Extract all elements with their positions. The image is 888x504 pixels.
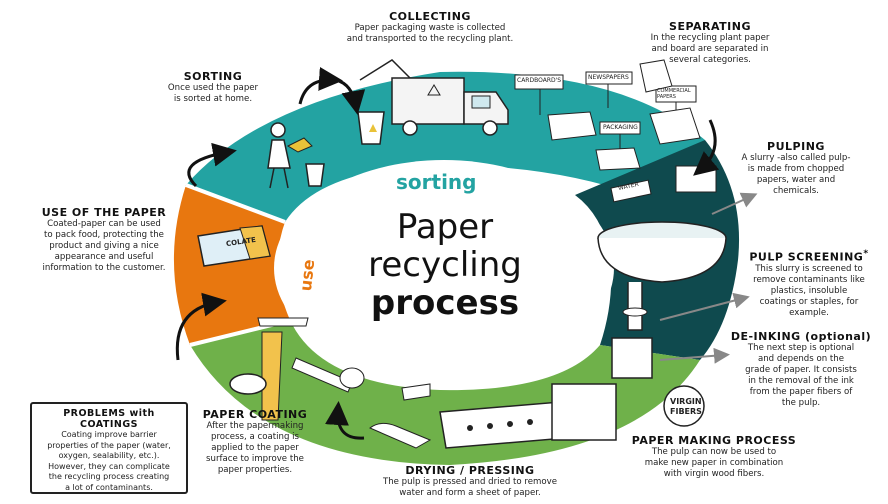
step-sorting-title: SORTING — [183, 70, 243, 83]
step-pulping-title: PULPING — [767, 140, 825, 153]
step-paper-making-process: PAPER MAKING PROCESS The pulp can now be… — [624, 434, 804, 480]
step-de-inking-text-5: from the paper fibers of — [749, 387, 853, 397]
step-de-inking-text-4: in the removal of the ink — [748, 376, 854, 386]
step-paper-making-process-title: PAPER MAKING PROCESS — [631, 434, 797, 447]
step-pulp-screening-title: PULP SCREENING — [749, 250, 864, 264]
paper-machine-illustration — [229, 317, 705, 449]
step-de-inking-title: DE-INKING (optional) — [730, 330, 872, 343]
tag-commercial-papers: COMMERCIAL PAPERS — [657, 88, 691, 100]
step-sorting-text-1: Once used the paper — [167, 83, 259, 93]
ring-label-use: use — [296, 258, 319, 292]
center-title: Paper recycling process — [345, 208, 545, 322]
center-oval — [274, 160, 614, 376]
step-paper-coating-text-5: paper properties. — [217, 465, 293, 475]
step-pulp-screening-text-2: remove contaminants like — [753, 274, 865, 285]
step-separating-text-1: In the recycling plant paper — [650, 33, 770, 43]
step-pulp-screening-text-5: example. — [789, 307, 829, 318]
step-collecting-text-1: Paper packaging waste is collected — [354, 23, 506, 33]
pointer-pulp-screening — [659, 292, 750, 321]
pointer-pulping — [711, 192, 758, 215]
recycling-bin-illustration — [305, 111, 385, 187]
person-sorting-illustration — [267, 122, 313, 189]
step-paper-coating-text-3: applied to the paper — [211, 443, 299, 453]
step-paper-coating-text-4: surface to improve the — [206, 454, 304, 464]
problems-text-3: oxygen, sealability, etc.). — [58, 451, 160, 460]
step-separating: SEPARATING In the recycling plant paper … — [640, 20, 780, 66]
problems-with-coatings-box: PROBLEMS with COATINGS Coating improve b… — [30, 402, 188, 494]
step-separating-text-3: several categories. — [669, 55, 751, 65]
step-use-of-paper-text-5: information to the customer. — [42, 263, 166, 273]
step-de-inking-text-3: grade of paper. It consists — [745, 365, 857, 375]
arrow-sorting-to-collecting — [298, 66, 343, 105]
step-pulp-screening-title-row: PULP SCREENING* — [744, 248, 874, 264]
step-use-of-paper-text-1: Coated-paper can be used — [47, 219, 161, 229]
step-pulping-text-1: A slurry -also called pulp- — [741, 153, 851, 163]
step-paper-making-process-text-1: The pulp can now be used to — [651, 447, 777, 457]
step-use-of-paper: USE OF THE PAPER Coated-paper can be use… — [34, 206, 174, 274]
step-collecting: COLLECTING Paper packaging waste is coll… — [340, 10, 520, 45]
step-paper-making-process-text-2: make new paper in combination — [644, 458, 784, 468]
step-paper-coating-title: PAPER COATING — [202, 408, 308, 421]
step-collecting-title: COLLECTING — [389, 10, 471, 23]
step-de-inking: DE-INKING (optional) The next step is op… — [726, 330, 876, 409]
truck-illustration — [359, 59, 509, 136]
step-pulp-screening-asterisk: * — [863, 248, 869, 259]
tag-cardboard: CARDBOARD'S — [517, 77, 562, 84]
step-separating-text-2: and board are separated in — [651, 44, 769, 54]
ring-label-sorting: sorting — [396, 170, 477, 194]
step-drying-pressing: DRYING / PRESSING The pulp is pressed an… — [360, 464, 580, 499]
center-title-line-3: process — [370, 283, 520, 323]
pulping-vat-illustration — [597, 165, 727, 379]
step-use-of-paper-text-2: to pack food, protecting the — [44, 230, 164, 240]
problems-title: PROBLEMS with COATINGS — [63, 408, 155, 430]
step-paper-coating-text-1: After the papermaking — [206, 421, 304, 431]
step-sorting: SORTING Once used the paper is sorted at… — [160, 70, 266, 105]
step-pulping: PULPING A slurry -also called pulp- is m… — [736, 140, 856, 197]
step-drying-pressing-text-2: water and form a sheet of paper. — [399, 488, 541, 498]
step-de-inking-text-1: The next step is optional — [747, 343, 855, 353]
pointer-de-inking — [659, 347, 730, 364]
step-use-of-paper-text-4: appearance and useful — [54, 252, 154, 262]
tag-fibers: FIBERS — [670, 407, 702, 416]
tag-packaging: PACKAGING — [603, 124, 638, 131]
ring-label-paper-making: paper making — [360, 336, 508, 358]
step-drying-pressing-text-1: The pulp is pressed and dried to remove — [382, 477, 558, 487]
step-pulping-text-2: is made from chopped — [747, 164, 845, 174]
separating-illustration — [514, 59, 701, 171]
step-de-inking-text-2: and depends on the — [757, 354, 845, 364]
step-use-of-paper-text-3: product and giving a nice — [49, 241, 159, 251]
tag-virgin: VIRGIN — [670, 397, 702, 406]
step-de-inking-text-6: the pulp. — [781, 398, 821, 408]
step-separating-title: SEPARATING — [669, 20, 751, 33]
step-use-of-paper-title: USE OF THE PAPER — [41, 206, 167, 219]
problems-text-6: a lot of contaminants. — [65, 482, 153, 492]
arrow-collecting-to-bin — [335, 78, 366, 115]
arrow-drying-to-coating — [325, 401, 365, 440]
center-title-line-1: Paper — [396, 207, 494, 247]
step-paper-making-process-text-3: with virgin wood fibers. — [663, 469, 765, 479]
tag-newspapers: NEWSPAPERS — [588, 74, 629, 81]
center-title-line-2: recycling — [368, 245, 522, 285]
step-pulping-text-3: papers, water and — [756, 175, 836, 185]
step-pulp-screening-text-4: coatings or staples, for — [759, 296, 859, 307]
arrow-coating-to-use — [175, 292, 227, 361]
arrow-separating-to-pulping — [693, 119, 720, 176]
step-collecting-text-2: and transported to the recycling plant. — [346, 34, 514, 44]
step-pulping-text-4: chemicals. — [773, 186, 819, 196]
step-pulp-screening-text-3: plastics, insoluble — [770, 285, 848, 296]
problems-text-2: properties of the paper (water, — [47, 440, 171, 450]
step-drying-pressing-title: DRYING / PRESSING — [405, 464, 535, 477]
step-pulp-screening: PULP SCREENING* This slurry is screened … — [744, 248, 874, 319]
step-paper-coating: PAPER COATING After the papermaking proc… — [192, 408, 318, 476]
chocolate-package-illustration — [197, 225, 271, 267]
problems-text-5: the recycling process creating — [48, 472, 170, 481]
problems-text-1: Coating improve barrier — [61, 430, 157, 439]
step-sorting-text-2: is sorted at home. — [173, 94, 253, 104]
step-pulp-screening-text-1: This slurry is screened to — [755, 263, 863, 274]
arrow-use-to-sorting — [187, 142, 237, 188]
step-paper-coating-text-2: process, a coating is — [211, 432, 299, 442]
problems-text-4: However, they can complicate — [48, 461, 170, 471]
